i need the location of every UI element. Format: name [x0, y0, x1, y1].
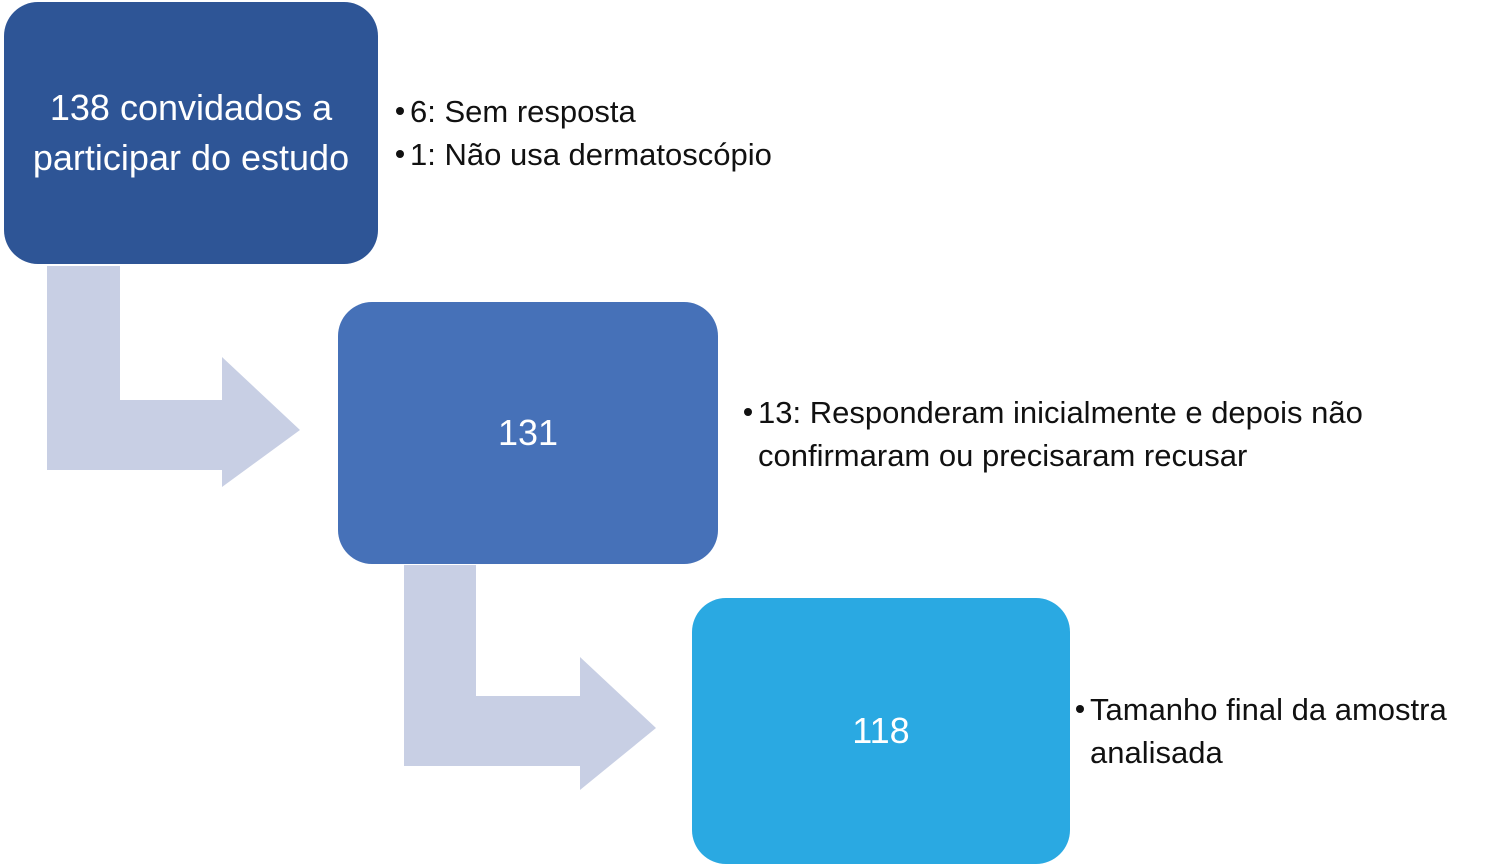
step-box-responded: 131: [338, 302, 718, 564]
step-label-invited: 138 convidados a participar do estudo: [32, 87, 350, 178]
note-final-sample: Tamanho final da amostra analisada: [1076, 688, 1488, 774]
step-notes-responded: 13: Responderam inicialmente e depois nã…: [744, 391, 1464, 477]
step-box-final: 118: [692, 598, 1070, 864]
elbow-arrow-1: [47, 266, 300, 487]
step-box-invited: 138 convidados a participar do estudo: [4, 2, 378, 264]
note-declined: 13: Responderam inicialmente e depois nã…: [744, 391, 1464, 477]
step-label-responded: 131: [497, 412, 559, 453]
step-notes-invited: 6: Sem resposta 1: Não usa dermatoscópio: [396, 90, 772, 176]
step-label-final: 118: [852, 710, 910, 751]
note-no-dermatoscope: 1: Não usa dermatoscópio: [396, 133, 772, 176]
elbow-arrow-2: [404, 565, 656, 790]
step-notes-final: Tamanho final da amostra analisada: [1076, 688, 1488, 774]
note-no-response: 6: Sem resposta: [396, 90, 772, 133]
